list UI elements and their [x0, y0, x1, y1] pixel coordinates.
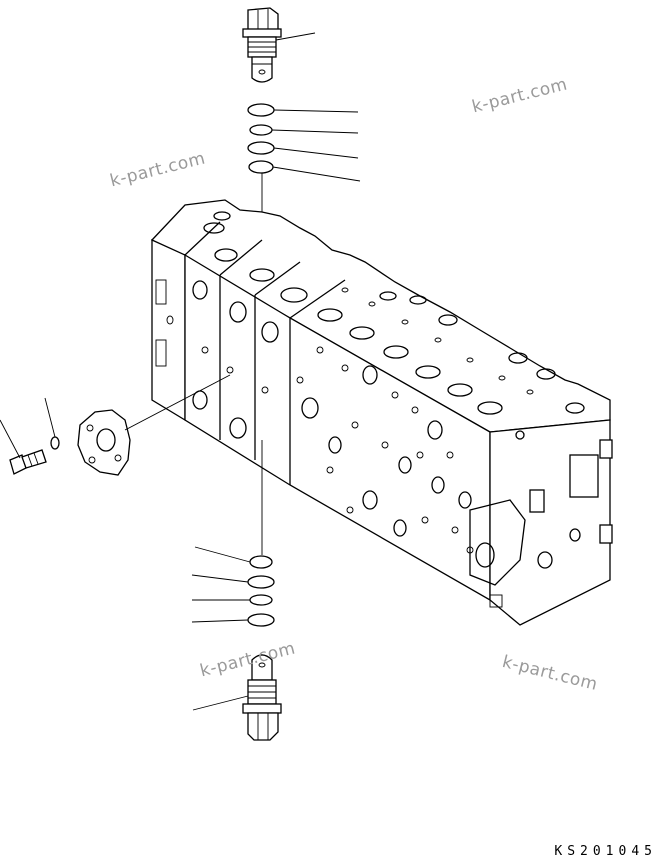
- main-valve-body: [150, 199, 613, 626]
- leader-line: [275, 32, 316, 41]
- top-relief-valve: [242, 7, 282, 83]
- bottom-o-rings: [247, 555, 275, 627]
- washer: [50, 436, 60, 450]
- end-cover: [77, 409, 131, 476]
- bottom-relief-valve: [242, 654, 282, 741]
- mounting-bolt: [9, 449, 47, 475]
- drawing-code: KS201045: [554, 844, 657, 859]
- top-o-rings: [247, 103, 275, 174]
